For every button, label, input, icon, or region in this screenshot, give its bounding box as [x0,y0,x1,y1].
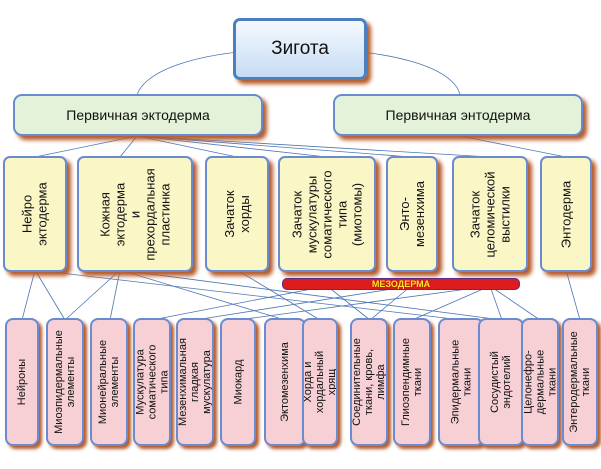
zygote-label: Зигота [271,38,329,59]
rudiment-label: Зачаток целомической выстилки [467,170,513,258]
rudiment-notochord: Зачаток хорды [205,156,269,272]
connector [119,269,503,321]
tissue-label: Соединительные ткани, кровь, лимфа [351,338,388,426]
rudiment-label: Зачаток мускулатуры соматического типа (… [289,169,365,259]
tissue-coelonephrodermal: Целонефро- дермальные ткани [521,318,559,446]
rudiment-label: Энто- мезенхима [397,180,428,248]
connector [411,285,491,321]
connector [489,285,503,321]
connector [119,269,286,321]
connector [459,135,567,158]
connector [236,269,321,321]
tissue-label: Миоэпидермальные элементы [53,330,78,434]
connector [21,269,36,321]
tissue-myoepidermal: Миоэпидермальные элементы [46,318,84,446]
tissue-connective-blood-lymph: Соединительные ткани, кровь, лимфа [350,318,388,446]
tissue-label: Мускулатура соматического типа [134,344,170,420]
connector [136,135,328,158]
connector [565,269,581,321]
primary-ectoderm-label: Первичная эктодерма [66,107,210,123]
tissue-vascular-endothelium: Сосудистый эндотелий [478,318,524,446]
tissue-label: Глиоэпендимные ткани [400,337,425,427]
tissue-somatic-muscle: Мускулатура соматического типа [133,318,171,446]
tissue-neurons: Нейроны [5,318,39,446]
connector [34,135,138,158]
rudiment-label: Энтодерма [558,180,574,248]
tissue-notochord-cartilage: Хорда и хордальный хрящ [302,318,338,446]
tissue-enterodermal: Энтеродермальные ткани [562,318,598,446]
tissue-label: Мезенхимальная гладкая мускулатура [177,338,213,426]
tissue-myocardium: Миокард [220,318,256,446]
zygote-box: Зигота [233,18,367,80]
connector [136,135,412,158]
tissue-ectomesenchyme: Эктомезенхима [264,318,306,446]
rudiment-entoderm: Энтодерма [540,156,592,272]
connector [64,269,121,321]
primary-entoderm-label: Первичная энтодерма [385,107,531,123]
rudiment-entomesenchyme: Энто- мезенхима [386,156,438,272]
rudiment-coelomic-lining: Зачаток целомической выстилки [452,156,528,272]
connector [489,285,541,321]
tissue-label: Эктомезенхима [279,342,291,422]
connector [136,135,491,158]
connector [119,135,138,158]
tissue-myoneural: Мионейральные элементы [90,318,128,446]
connector [369,285,412,321]
tissue-label: Мионейральные элементы [97,339,121,425]
rudiment-myotomes: Зачаток мускулатуры соматического типа (… [278,156,376,272]
tissue-glioependymal: Глиоэпендимные ткани [393,318,431,446]
connector [237,285,491,321]
connector [109,269,121,321]
rudiment-neuroectoderm: Нейро эктодерма [3,156,67,272]
tissue-label: Нейроны [16,358,28,406]
primary-entoderm-box: Первичная энтодерма [333,94,583,136]
primary-ectoderm-box: Первичная эктодерма [13,94,263,136]
mesoderm-bar: МЕЗОДЕРМА [282,278,520,290]
connector [34,269,463,321]
connector [151,285,328,321]
tissue-label: Энтеродермальные ткани [568,331,592,433]
rudiment-label: Зачаток хорды [222,190,252,238]
connector [326,285,371,321]
tissue-label: Миокард [232,359,245,405]
rudiment-label: Кожная эктодерма и прехордальная пластин… [97,167,173,261]
rudiment-skin-ectoderm: Кожная эктодерма и прехордальная пластин… [77,156,193,272]
tissue-label: Хорда и хордальный хрящ [302,350,338,414]
tissue-mesenchymal-smooth-muscle: Мезенхимальная гладкая мускулатура [176,318,214,446]
rudiment-label: Нейро эктодерма [20,182,50,246]
tissue-label: Сосудистый эндотелий [489,351,514,413]
connector [194,285,412,321]
mesoderm-label: МЕЗОДЕРМА [371,278,431,289]
connector [34,269,66,321]
tissue-label: Целонефро- дермальные ткани [522,349,558,415]
tissue-label: Эпидермальные ткани [449,339,473,425]
connector [136,135,238,158]
